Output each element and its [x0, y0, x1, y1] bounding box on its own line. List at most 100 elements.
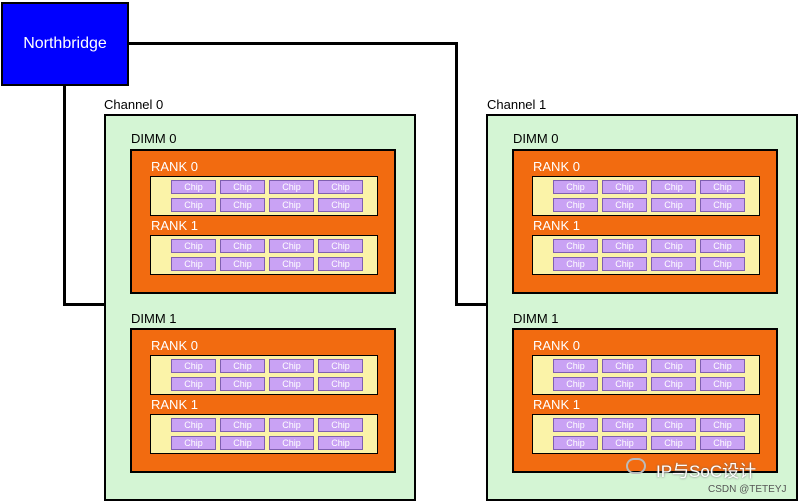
- chip: Chip: [171, 359, 216, 373]
- rank-label: RANK 1: [533, 218, 580, 233]
- chip: Chip: [602, 257, 647, 271]
- watermark-logo-icon: [626, 458, 646, 479]
- chip: Chip: [171, 418, 216, 432]
- chip: Chip: [220, 436, 265, 450]
- chip: Chip: [553, 359, 598, 373]
- chip: Chip: [220, 239, 265, 253]
- chip: Chip: [651, 377, 696, 391]
- channel-1-dimm-1-rank-0: Chip Chip Chip Chip Chip Chip Chip Chip: [532, 355, 760, 395]
- wire-nb-to-channel1-horizontal: [129, 42, 458, 45]
- chip: Chip: [553, 198, 598, 212]
- watermark-credit: CSDN @TETEYJ: [708, 484, 787, 495]
- wire-channel0-entry: [63, 303, 105, 306]
- chip: Chip: [602, 198, 647, 212]
- chip: Chip: [220, 359, 265, 373]
- chip: Chip: [269, 359, 314, 373]
- chip: Chip: [269, 198, 314, 212]
- chip: Chip: [318, 198, 363, 212]
- chip: Chip: [700, 377, 745, 391]
- chip: Chip: [602, 359, 647, 373]
- chip: Chip: [171, 257, 216, 271]
- chip: Chip: [700, 257, 745, 271]
- chip: Chip: [602, 436, 647, 450]
- chip: Chip: [269, 257, 314, 271]
- rank-label: RANK 1: [151, 397, 198, 412]
- chip: Chip: [318, 436, 363, 450]
- chip: Chip: [553, 239, 598, 253]
- chip: Chip: [651, 180, 696, 194]
- wire-channel1-entry: [455, 303, 487, 306]
- chip: Chip: [700, 180, 745, 194]
- chip: Chip: [602, 418, 647, 432]
- chip: Chip: [318, 239, 363, 253]
- chip: Chip: [220, 257, 265, 271]
- chip: Chip: [700, 436, 745, 450]
- chip: Chip: [651, 359, 696, 373]
- chip: Chip: [553, 257, 598, 271]
- chip: Chip: [700, 239, 745, 253]
- channel-1-dimm-1-label: DIMM 1: [513, 311, 559, 326]
- rank-label: RANK 1: [533, 397, 580, 412]
- chip: Chip: [269, 418, 314, 432]
- channel-0-dimm-1-rank-1: Chip Chip Chip Chip Chip Chip Chip Chip: [150, 414, 378, 454]
- rank-label: RANK 0: [151, 159, 198, 174]
- wire-nb-to-channel1-vertical: [455, 42, 458, 306]
- chip: Chip: [651, 239, 696, 253]
- rank-label: RANK 0: [533, 159, 580, 174]
- chip: Chip: [602, 377, 647, 391]
- chip: Chip: [171, 180, 216, 194]
- chip: Chip: [318, 418, 363, 432]
- chip: Chip: [171, 198, 216, 212]
- chip: Chip: [220, 377, 265, 391]
- channel-0-dimm-1-label: DIMM 1: [131, 311, 177, 326]
- chip: Chip: [651, 418, 696, 432]
- chip: Chip: [171, 436, 216, 450]
- chip: Chip: [269, 180, 314, 194]
- channel-0-dimm-1: RANK 0 Chip Chip Chip Chip Chip Chip Chi…: [130, 328, 396, 473]
- chip: Chip: [269, 377, 314, 391]
- channel-0-dimm-0: RANK 0 Chip Chip Chip Chip Chip Chip Chi…: [130, 149, 396, 294]
- chip: Chip: [553, 418, 598, 432]
- channel-1-dimm-0-label: DIMM 0: [513, 131, 559, 146]
- channel-0-dimm-0-rank-0: Chip Chip Chip Chip Chip Chip Chip Chip: [150, 176, 378, 216]
- northbridge-block: Northbridge: [1, 2, 129, 86]
- chip: Chip: [318, 180, 363, 194]
- chip: Chip: [700, 418, 745, 432]
- chip: Chip: [318, 257, 363, 271]
- chip: Chip: [220, 180, 265, 194]
- channel-0-label: Channel 0: [104, 97, 164, 112]
- channel-1-dimm-1-rank-1: Chip Chip Chip Chip Chip Chip Chip Chip: [532, 414, 760, 454]
- rank-label: RANK 0: [151, 338, 198, 353]
- chip: Chip: [220, 418, 265, 432]
- channel-1-dimm-0: RANK 0 Chip Chip Chip Chip Chip Chip Chi…: [512, 149, 778, 294]
- chip: Chip: [318, 377, 363, 391]
- chip: Chip: [651, 257, 696, 271]
- rank-label: RANK 1: [151, 218, 198, 233]
- northbridge-label: Northbridge: [23, 35, 107, 52]
- chip: Chip: [269, 436, 314, 450]
- chip: Chip: [171, 377, 216, 391]
- channel-0-dimm-1-rank-0: Chip Chip Chip Chip Chip Chip Chip Chip: [150, 355, 378, 395]
- chip: Chip: [553, 377, 598, 391]
- watermark-title: IP与SoC设计: [656, 462, 757, 481]
- chip: Chip: [553, 436, 598, 450]
- chip: Chip: [269, 239, 314, 253]
- chip: Chip: [318, 359, 363, 373]
- chip: Chip: [220, 198, 265, 212]
- channel-0-dimm-0-label: DIMM 0: [131, 131, 177, 146]
- wire-nb-to-channel0-vertical: [63, 86, 66, 306]
- chip: Chip: [171, 239, 216, 253]
- chip: Chip: [651, 198, 696, 212]
- chip: Chip: [553, 180, 598, 194]
- channel-1-label: Channel 1: [487, 97, 547, 112]
- chip: Chip: [651, 436, 696, 450]
- chip: Chip: [700, 198, 745, 212]
- channel-1-dimm-0-rank-1: Chip Chip Chip Chip Chip Chip Chip Chip: [532, 235, 760, 275]
- channel-1-dimm-0-rank-0: Chip Chip Chip Chip Chip Chip Chip Chip: [532, 176, 760, 216]
- channel-1-dimm-1: RANK 0 Chip Chip Chip Chip Chip Chip Chi…: [512, 328, 778, 473]
- chip: Chip: [602, 239, 647, 253]
- chip: Chip: [700, 359, 745, 373]
- chip: Chip: [602, 180, 647, 194]
- channel-0-dimm-0-rank-1: Chip Chip Chip Chip Chip Chip Chip Chip: [150, 235, 378, 275]
- rank-label: RANK 0: [533, 338, 580, 353]
